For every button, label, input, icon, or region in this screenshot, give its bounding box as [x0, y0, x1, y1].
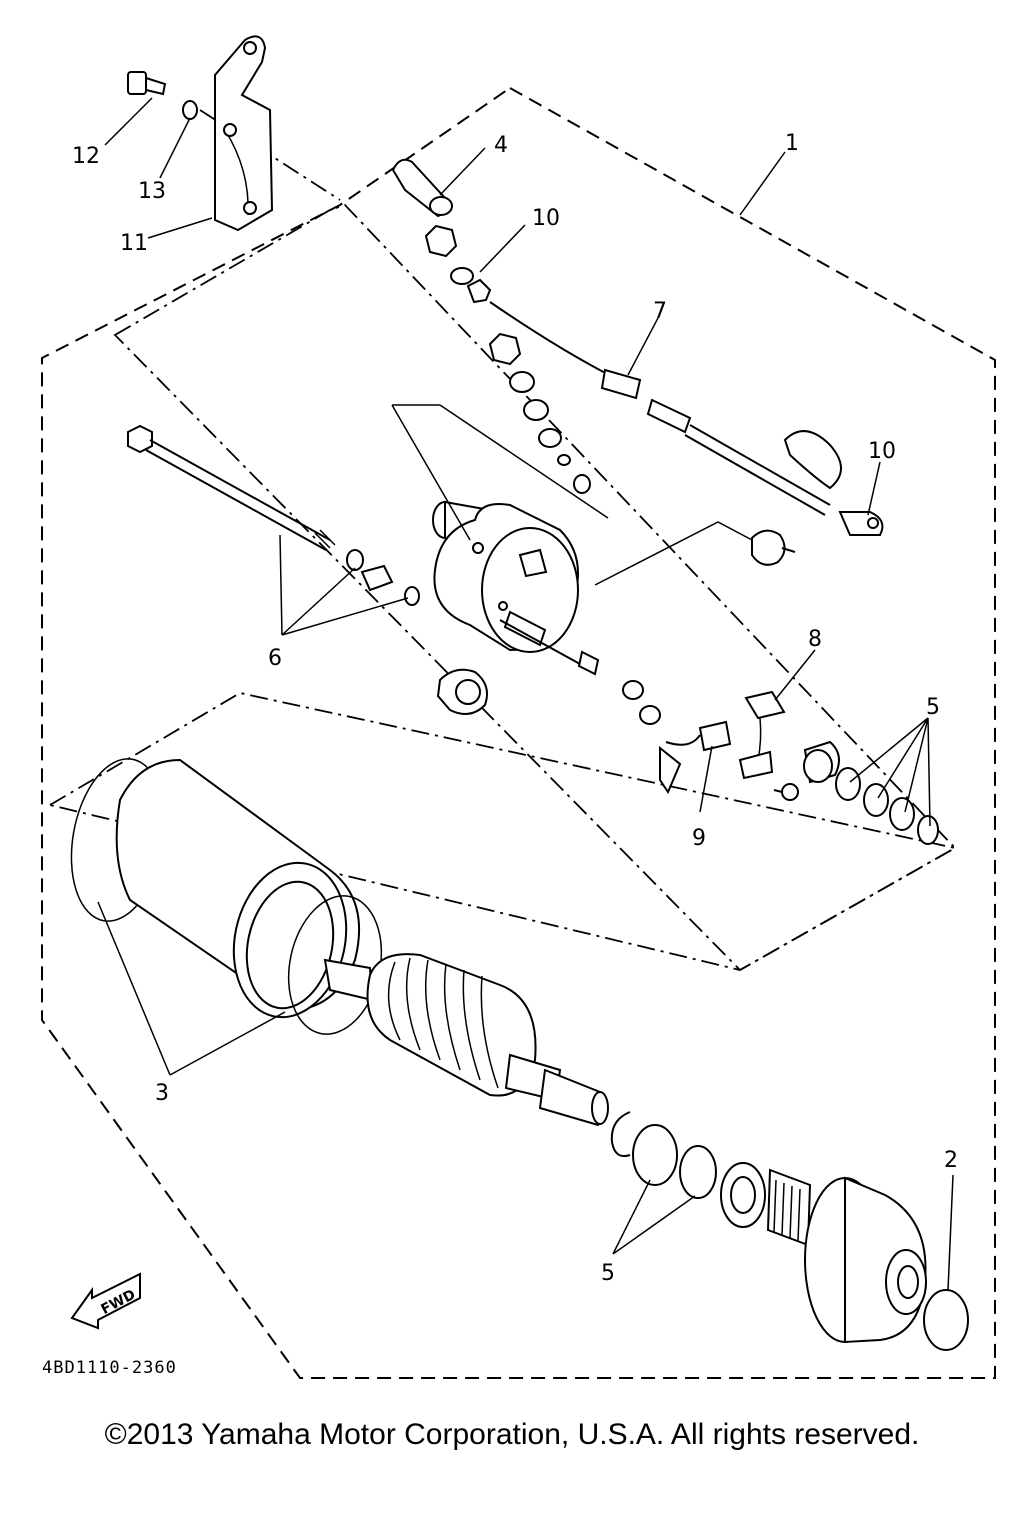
callout-6: 6 — [268, 646, 282, 671]
callout-labels: 1 2 3 4 5 5 6 7 8 9 10 10 11 12 13 — [72, 131, 958, 1286]
copyright-notice: ©2013 Yamaha Motor Corporation, U.S.A. A… — [104, 1418, 920, 1451]
brush-lead-ring — [622, 680, 661, 725]
yoke-part-3 — [70, 758, 383, 1035]
callout-10-right: 10 — [868, 439, 896, 464]
diagram-code: 4BD1110-2360 — [42, 1358, 177, 1378]
leader-lines — [97, 97, 954, 1291]
through-bolt — [127, 424, 336, 551]
callout-1: 1 — [785, 131, 799, 156]
brush-part-9 — [659, 720, 732, 795]
callout-4: 4 — [494, 133, 508, 158]
o-ring-part-2 — [923, 1289, 969, 1351]
starter-motor-exploded-diagram: FWD 1 2 3 4 5 5 6 7 8 9 10 10 11 12 13 — [41, 35, 996, 1379]
armature — [323, 953, 609, 1127]
callout-11: 11 — [120, 231, 148, 256]
callout-5-rear: 5 — [926, 695, 940, 720]
front-cover — [804, 1176, 927, 1344]
yoke-guide-panel — [47, 692, 958, 971]
front-washers-5 — [632, 1124, 717, 1199]
commutator-end — [499, 610, 600, 676]
brush-part-8 — [744, 690, 786, 761]
terminal-cap-part-4 — [391, 158, 453, 218]
callout-2: 2 — [944, 1148, 958, 1173]
bearing — [720, 1162, 766, 1228]
rear-cover — [432, 500, 579, 653]
brush-terminal-screw — [738, 750, 799, 801]
washer-part-13 — [182, 100, 198, 120]
bolt-part-12 — [127, 71, 167, 96]
terminal-nut-stack — [424, 224, 591, 494]
callout-10-top: 10 — [532, 206, 560, 231]
front-circlip — [610, 1111, 631, 1158]
bushing — [751, 529, 796, 566]
terminal-part-10 — [838, 511, 884, 536]
needle-bearing — [766, 1168, 812, 1247]
assembly-boundary — [41, 86, 996, 1379]
bracket-part — [214, 35, 274, 232]
callout-13: 13 — [138, 179, 166, 204]
callout-8: 8 — [808, 627, 822, 652]
brush-plate-parts-6 — [346, 549, 420, 606]
brush-holder-guide-panel — [113, 203, 957, 972]
brush-spring — [436, 668, 488, 715]
callout-5-front: 5 — [601, 1261, 615, 1286]
callout-3: 3 — [155, 1081, 169, 1106]
rear-bushing — [803, 740, 840, 784]
fwd-arrow-icon: FWD — [70, 1272, 141, 1330]
callout-9: 9 — [692, 826, 706, 851]
callout-12: 12 — [72, 144, 100, 169]
callout-7: 7 — [653, 299, 667, 324]
lead-wire-part-7 — [489, 301, 842, 516]
